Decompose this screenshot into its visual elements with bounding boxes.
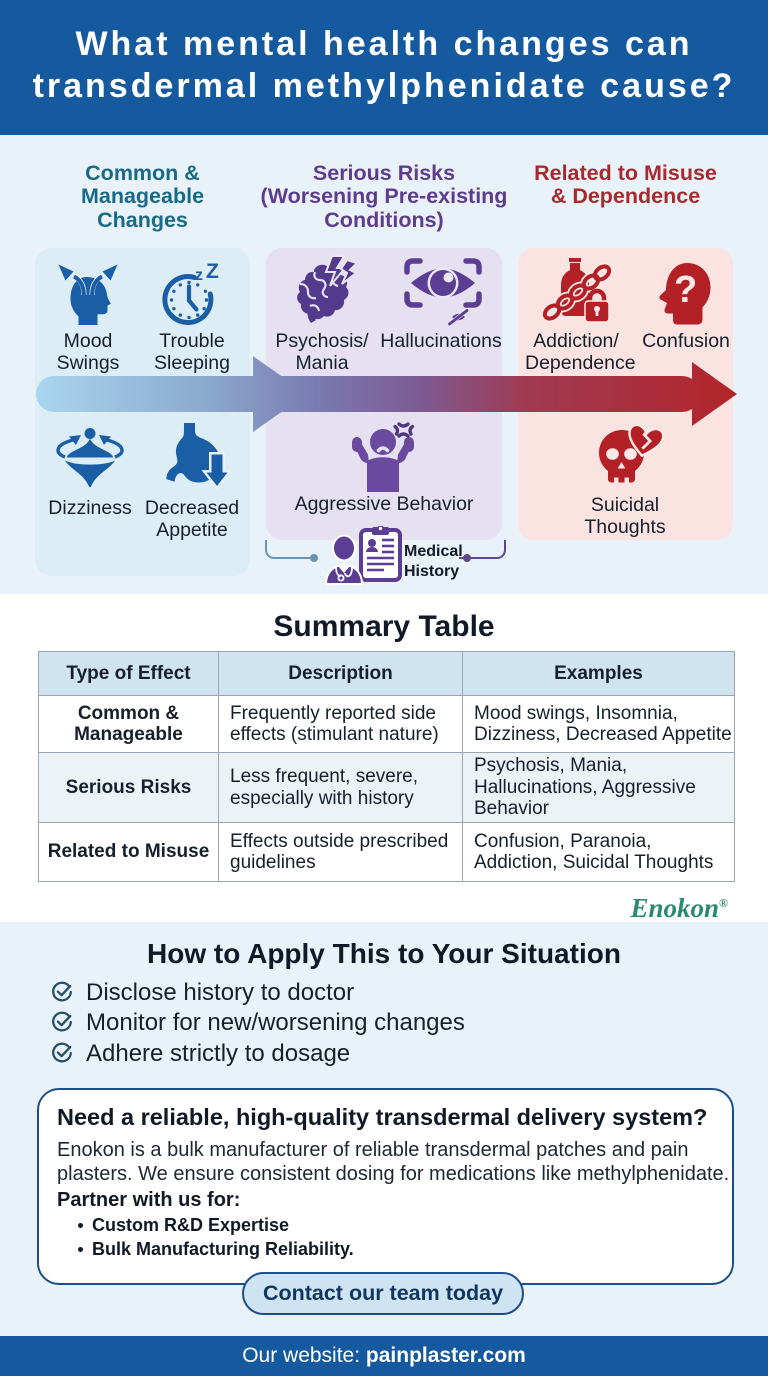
svg-text:Z: Z — [206, 262, 219, 283]
svg-text:z: z — [195, 267, 203, 284]
svg-text:?: ? — [674, 269, 697, 311]
